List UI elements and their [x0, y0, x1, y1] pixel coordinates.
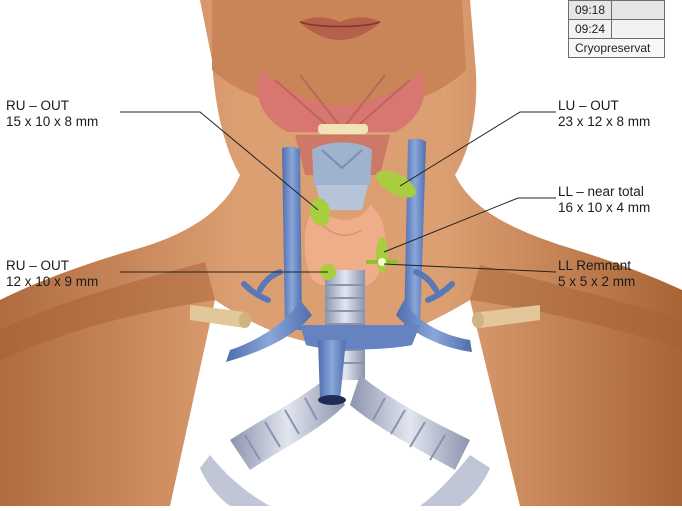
label-size: 23 x 12 x 8 mm — [558, 114, 650, 130]
parathyroid-ll — [376, 237, 388, 273]
label-title: LL – near total — [558, 184, 650, 200]
value-cell — [612, 20, 665, 39]
table-footer-row: Cryopreservat — [569, 39, 665, 58]
label-ru-lower: RU – OUT 12 x 10 x 9 mm — [6, 258, 98, 290]
label-title: LL Remnant — [558, 258, 635, 274]
value-cell — [612, 1, 665, 20]
table-row: 09:18 — [569, 1, 665, 20]
time-cell: 09:18 — [569, 1, 612, 20]
label-size: 16 x 10 x 4 mm — [558, 200, 650, 216]
label-title: RU – OUT — [6, 258, 98, 274]
label-lu: LU – OUT 23 x 12 x 8 mm — [558, 98, 650, 130]
label-ll: LL – near total 16 x 10 x 4 mm — [558, 184, 650, 216]
timing-table: 09:18 09:24 Cryopreservat — [568, 0, 665, 58]
table-row: 09:24 — [569, 20, 665, 39]
cryopreservation-cell: Cryopreservat — [569, 39, 665, 58]
label-size: 5 x 5 x 2 mm — [558, 274, 635, 290]
label-size: 12 x 10 x 9 mm — [6, 274, 98, 290]
label-title: RU – OUT — [6, 98, 98, 114]
label-ru-upper: RU – OUT 15 x 10 x 8 mm — [6, 98, 98, 130]
time-cell: 09:24 — [569, 20, 612, 39]
label-size: 15 x 10 x 8 mm — [6, 114, 98, 130]
label-ll-remnant: LL Remnant 5 x 5 x 2 mm — [558, 258, 635, 290]
label-title: LU – OUT — [558, 98, 650, 114]
